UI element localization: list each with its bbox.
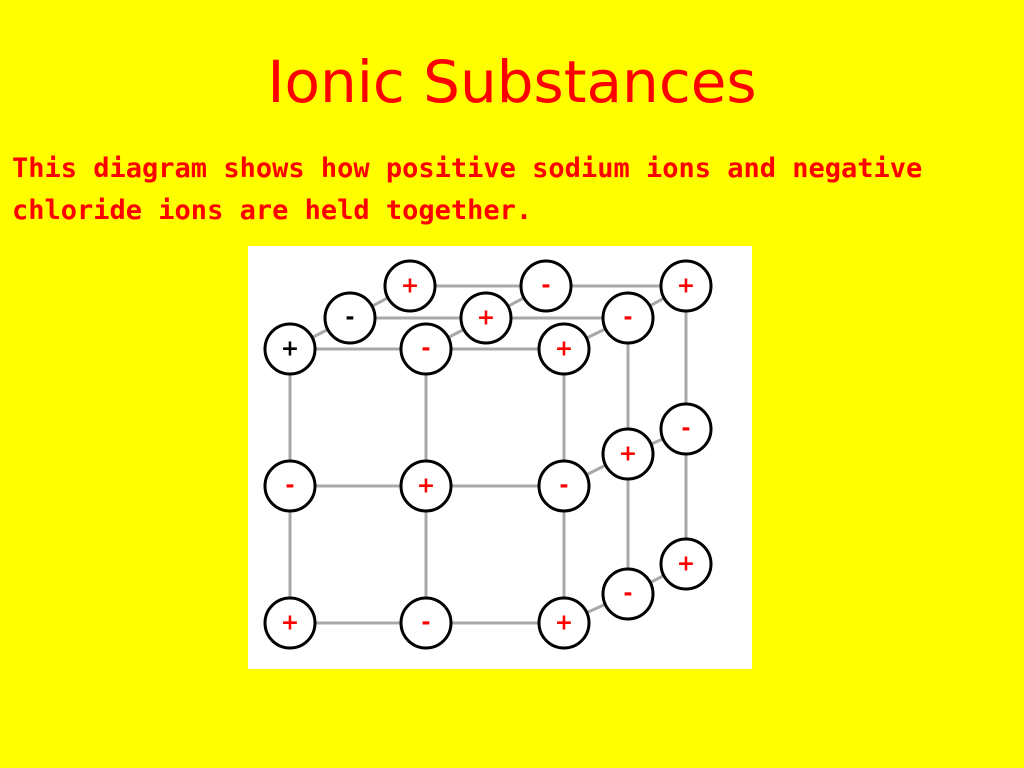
ion-sign-label: -: [285, 474, 294, 499]
positive-ion-bot-front-right: +: [537, 596, 591, 650]
positive-ion-mid-side-mid: +: [601, 427, 655, 481]
ion-circle: [601, 567, 655, 621]
negative-ion-bot-side-mid: -: [601, 567, 655, 621]
ion-circle: [537, 596, 591, 650]
ion-circle: [601, 427, 655, 481]
lattice-svg: + - + - + - + - + - + - + - + - + - +: [263, 259, 713, 650]
ion-circle: [537, 459, 591, 513]
ion-circle: [399, 459, 453, 513]
positive-ion-top-front-right: +: [537, 322, 591, 376]
negative-ion-top-mid-left: -: [323, 291, 377, 345]
ionic-lattice-diagram: + - + - + - + - + - + - + - + - + - +: [248, 246, 752, 669]
negative-ion-mid-front-left: -: [263, 459, 317, 513]
ion-sign-label: +: [401, 274, 419, 299]
ion-sign-label: +: [477, 306, 495, 331]
ion-sign-label: +: [677, 552, 695, 577]
ion-sign-label: -: [345, 306, 354, 331]
ion-circle: [519, 259, 573, 313]
ion-circle: [323, 291, 377, 345]
ion-sign-label: -: [623, 306, 632, 331]
negative-ion-top-back-mid: -: [519, 259, 573, 313]
positive-ion-top-mid-mid: +: [459, 291, 513, 345]
ion-sign-label: -: [623, 582, 632, 607]
ion-circle: [399, 322, 453, 376]
ion-sign-label: +: [281, 611, 299, 636]
ion-sign-label: -: [541, 274, 550, 299]
ion-circle: [399, 596, 453, 650]
ion-sign-label: +: [281, 337, 299, 362]
positive-ion-bot-front-left: +: [263, 596, 317, 650]
positive-ion-top-back-right: +: [659, 259, 713, 313]
ion-circle: [263, 459, 317, 513]
ion-sign-label: +: [555, 337, 573, 362]
ion-circle: [263, 322, 317, 376]
positive-ion-bot-side-back: +: [659, 537, 713, 591]
ion-sign-label: +: [619, 442, 637, 467]
ion-sign-label: -: [681, 417, 690, 442]
ion-circle: [459, 291, 513, 345]
ion-circle: [659, 537, 713, 591]
slide-caption: This diagram shows how positive sodium i…: [12, 153, 923, 226]
ion-circle: [659, 259, 713, 313]
positive-ion-top-front-left: +: [263, 322, 317, 376]
negative-ion-mid-front-right: -: [537, 459, 591, 513]
negative-ion-top-front-mid: -: [399, 322, 453, 376]
ion-circle: [537, 322, 591, 376]
ion-sign-label: +: [677, 274, 695, 299]
ion-sign-label: +: [555, 611, 573, 636]
ion-circle: [601, 291, 655, 345]
positive-ion-mid-front-mid: +: [399, 459, 453, 513]
slide-title: Ionic Substances: [267, 48, 757, 116]
ion-circle: [383, 259, 437, 313]
ion-sign-label: +: [417, 474, 435, 499]
lattice-ions: + - + - + - + - + - + - + - + - + - +: [263, 259, 713, 650]
negative-ion-top-mid-right: -: [601, 291, 655, 345]
ion-circle: [659, 402, 713, 456]
ion-sign-label: -: [421, 337, 430, 362]
ion-sign-label: -: [559, 474, 568, 499]
ion-sign-label: -: [421, 611, 430, 636]
negative-ion-bot-front-mid: -: [399, 596, 453, 650]
negative-ion-mid-side-back: -: [659, 402, 713, 456]
positive-ion-top-back-left: +: [383, 259, 437, 313]
ion-circle: [263, 596, 317, 650]
